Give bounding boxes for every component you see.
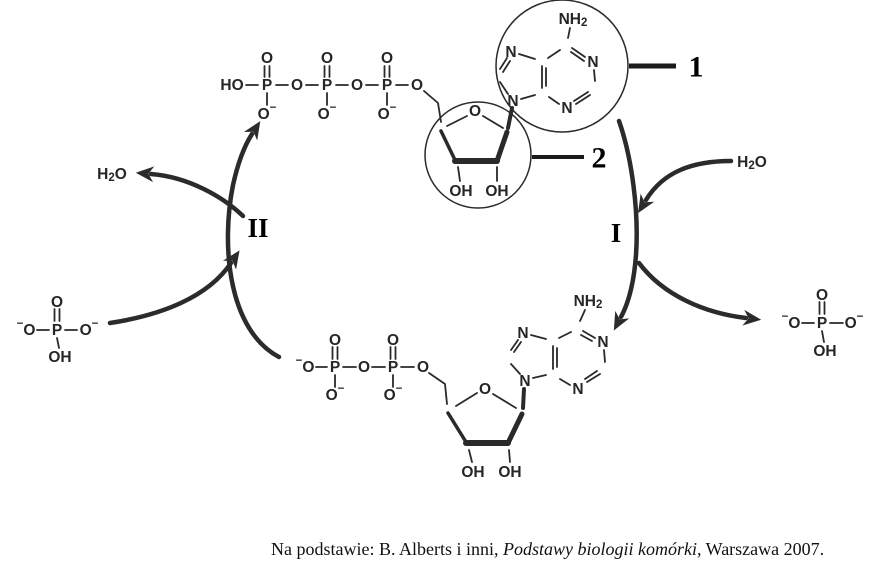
adp-bonds — [315, 309, 606, 463]
arrow-phosphate-in-left — [107, 250, 240, 326]
water-right-h2o: H2O — [737, 154, 767, 173]
atp-molecule-oh-right: OH — [485, 183, 508, 200]
label-reaction-ii: II — [247, 213, 268, 243]
adp-molecule-o-double-1: O — [329, 332, 341, 349]
label-structure-2: 2 — [592, 142, 607, 175]
atp-molecule-ho: HO — [220, 77, 243, 94]
source-caption: Na podstawie: B. Alberts i inni, Podstaw… — [271, 539, 824, 559]
phosphate-left-o-double: O — [51, 294, 63, 311]
adp-molecule-ribose-ring-o: O — [479, 381, 491, 398]
phosphate-left-p: P — [52, 322, 62, 339]
atp-molecule-p2: P — [322, 77, 332, 94]
adp-molecule-o-minus-left: −O — [296, 355, 315, 376]
arrow-water-in-right — [638, 158, 734, 214]
atp-molecule-n9: N — [507, 93, 518, 110]
label-structure-1: 1 — [689, 51, 704, 84]
adp-molecule-o-minus-1: O− — [326, 383, 345, 404]
adp-molecule-n9: N — [519, 373, 530, 390]
adp-molecule-n3: N — [572, 381, 583, 398]
caption-suffix: Warszawa 2007. — [701, 539, 824, 559]
atp-molecule-o-double-3: O — [381, 50, 393, 67]
atp-molecule-ribose-ring-o: O — [469, 103, 481, 120]
water-left-h2o: H2O — [97, 166, 127, 185]
atp-molecule-n3: N — [561, 100, 572, 117]
atp-molecule-o-double-2: O — [321, 50, 333, 67]
atp-molecule-oh-left: OH — [449, 183, 472, 200]
atp-molecule-o-minus-2: O− — [318, 102, 337, 123]
phosphate-right-o-minus-right: O− — [845, 311, 864, 332]
atp-molecule-p1: P — [262, 77, 272, 94]
water-right: H2O — [737, 154, 767, 173]
phosphate-left-bonds — [36, 308, 78, 349]
adp-ribose-left-edge — [446, 411, 468, 444]
atp-molecule-o-minus-1: O− — [258, 102, 277, 123]
adp-molecule-n7: N — [517, 325, 528, 342]
adp-ribose-right-wedge — [505, 411, 525, 446]
phosphate-right: −O PO O− OH — [782, 287, 864, 360]
arrow-water-out-left — [135, 166, 246, 219]
atp-molecule-o-bridge-1: O — [291, 77, 303, 94]
adp-molecule-nh2: NH2 — [574, 293, 603, 312]
phosphate-left-oh: OH — [48, 349, 71, 366]
atp-molecule-n1: N — [587, 54, 598, 71]
phosphate-right-o-minus-left: −O — [782, 311, 801, 332]
atp-molecule-nh2: NH2 — [559, 11, 588, 30]
adp-molecule-oh-left: OH — [461, 464, 484, 481]
atp-molecule-o-double-1: O — [261, 50, 273, 67]
atp-molecule-p3: P — [382, 77, 392, 94]
caption-prefix: Na podstawie: B. Alberts i inni, — [271, 539, 503, 559]
atp-ribose-right-wedge — [494, 129, 510, 164]
adp-molecule-o-double-2: O — [387, 332, 399, 349]
reaction-arrows — [107, 118, 762, 360]
adp-molecule-o-minus-2: O− — [384, 383, 403, 404]
adp-molecule-o-ester: O — [417, 359, 429, 376]
ribose-circle-annotation — [424, 101, 532, 209]
caption-book-title: Podstawy biologii komórki, — [502, 539, 701, 559]
atp-molecule-n7: N — [505, 44, 516, 61]
phosphate-right-bonds — [801, 301, 844, 343]
atp-ribose-left-edge — [439, 129, 457, 162]
phosphate-right-o-double: O — [816, 287, 828, 304]
phosphate-left-o-minus-left: −O — [17, 318, 36, 339]
phosphate-right-p: P — [817, 315, 827, 332]
atp-molecule-o-ester: O — [411, 77, 423, 94]
arrow-reaction-ii — [225, 121, 282, 360]
water-left: H2O — [97, 166, 127, 185]
arrow-reaction-i — [613, 118, 639, 331]
atp-glycosidic-wedge — [506, 106, 514, 130]
adp-molecule-p2: P — [388, 359, 398, 376]
adp-glycosidic-wedge — [521, 387, 526, 410]
phosphate-right-oh: OH — [813, 343, 836, 360]
adp-molecule-o-bridge: O — [358, 359, 370, 376]
adp-molecule-p1: P — [330, 359, 340, 376]
phosphate-left: −O PO O− OH — [17, 294, 99, 366]
adenine-circle-annotation — [495, 0, 629, 133]
atp-molecule-o-bridge-2: O — [351, 77, 363, 94]
atp-molecule-o-minus-3: O− — [378, 102, 397, 123]
adp-molecule-n1: N — [597, 334, 608, 351]
label-reaction-i: I — [611, 218, 622, 248]
atp-bonds — [245, 27, 596, 182]
phosphate-left-o-minus-right: O− — [80, 318, 99, 339]
arrow-phosphate-out-right — [636, 260, 762, 326]
adp-molecule-oh-right: OH — [498, 464, 521, 481]
